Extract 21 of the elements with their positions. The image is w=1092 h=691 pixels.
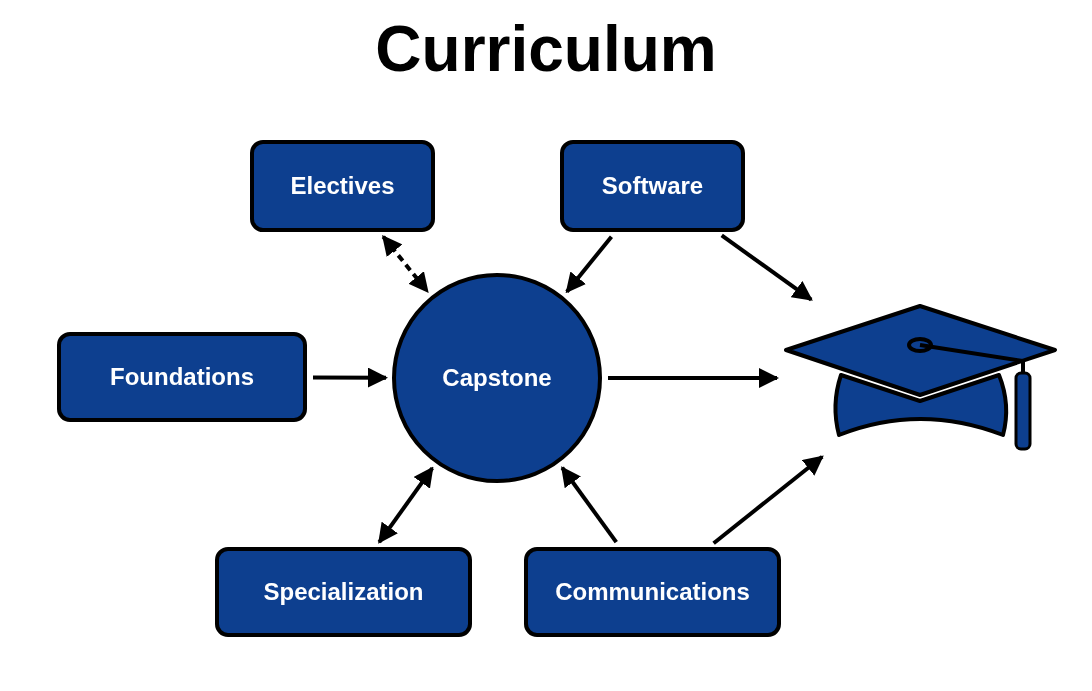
process-box xyxy=(524,547,781,637)
title: Curriculum xyxy=(375,12,717,86)
process-box xyxy=(560,140,745,232)
arrow xyxy=(712,455,824,545)
node-label: Communications xyxy=(555,578,750,606)
node-label: Software xyxy=(601,172,704,200)
arrow xyxy=(720,233,813,302)
arrow xyxy=(565,235,614,294)
node-label: Foundations xyxy=(110,363,254,391)
node-label: Electives xyxy=(290,172,395,200)
arrow xyxy=(377,466,434,544)
node-label: Capstone xyxy=(442,364,552,392)
arrow xyxy=(560,466,618,544)
arrow xyxy=(313,367,388,388)
process-box xyxy=(215,547,472,637)
arrow xyxy=(381,235,429,294)
process-box xyxy=(57,332,307,422)
process-box xyxy=(250,140,435,232)
graduation-cap-drawing xyxy=(783,303,1059,453)
arrow xyxy=(608,368,779,388)
node-label: Specialization xyxy=(263,578,424,606)
